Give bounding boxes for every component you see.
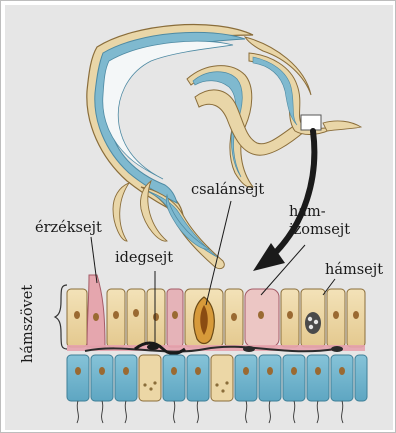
hydra-diagram bbox=[5, 5, 393, 430]
figure-stage: csalánsejt hám- izomsejt érzéksejt idegs… bbox=[5, 5, 393, 430]
inner-cell-layer bbox=[67, 355, 367, 401]
label-epithelial-tissue: hámszövet bbox=[21, 285, 36, 363]
hydra-tentacle bbox=[113, 183, 129, 241]
label-epithelial-cell: hámsejt bbox=[325, 263, 383, 278]
label-nerve-cell: idegsejt bbox=[115, 251, 173, 266]
tissue-bracket bbox=[55, 285, 67, 349]
hydra-tentacle bbox=[323, 121, 361, 131]
label-epitheliomuscular-line2: izomsejt bbox=[289, 223, 350, 238]
label-epitheliomuscular-line1: hám- bbox=[289, 205, 326, 220]
label-cnidocyte: csalánsejt bbox=[191, 183, 264, 198]
outer-cell-layer bbox=[67, 275, 365, 347]
flagella bbox=[77, 401, 343, 423]
highlight-box bbox=[301, 115, 321, 130]
label-sensory-cell: érzéksejt bbox=[35, 221, 102, 236]
sensory-cell bbox=[87, 275, 105, 347]
